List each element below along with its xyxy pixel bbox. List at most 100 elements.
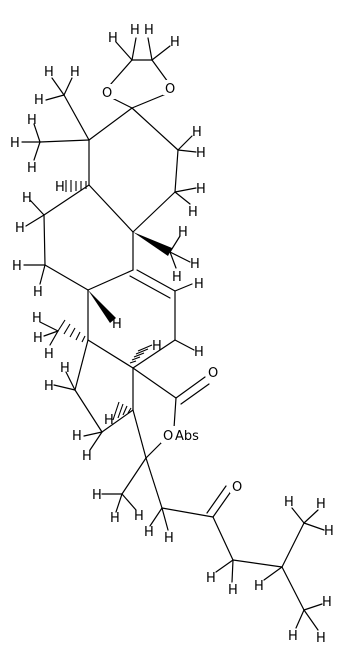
hydrogen-atom: H (32, 311, 42, 326)
bond (111, 97, 133, 109)
skeleton-bonds (39, 59, 305, 611)
bond (180, 383, 210, 405)
hydrogen-atom: H (104, 413, 114, 428)
wedge-bond (88, 290, 116, 323)
bond (132, 191, 176, 233)
bond (132, 339, 176, 369)
bond (63, 94, 90, 141)
hydrogen-atom: H (144, 525, 154, 540)
hydrogen-atom: H (70, 65, 80, 80)
hydrogen-atom: H (322, 595, 332, 610)
hydrogen-atom: H (254, 579, 264, 594)
hydrogen-atom: H (60, 361, 70, 376)
hydrogen-atom: H (110, 511, 120, 526)
hydrogen-atom: H (34, 93, 44, 108)
bond (161, 507, 214, 518)
bond (145, 457, 163, 509)
bond (173, 397, 177, 429)
bond (88, 184, 134, 233)
oxygen-atom: O (232, 480, 242, 495)
bond (212, 516, 234, 561)
bond (131, 93, 167, 109)
bond (151, 59, 169, 83)
bond (44, 264, 89, 291)
bond (74, 339, 89, 391)
hydrogen-atom: H (178, 225, 188, 240)
hydrogen-atom: H (108, 31, 118, 46)
oxygen-atom: O (102, 86, 112, 101)
bond (39, 139, 90, 143)
hydrogen-atom: H (170, 35, 180, 50)
bond (174, 149, 179, 193)
bond (121, 457, 147, 495)
hydrogen-atom: H (44, 379, 54, 394)
bond (87, 339, 134, 369)
hydrogen-bonds (21, 37, 325, 631)
bond (43, 214, 46, 266)
hydrogen-atom: H (112, 317, 122, 332)
bond (87, 269, 134, 291)
hydrogen-atom: H (44, 347, 54, 362)
hydrogen-atom: H (196, 182, 206, 197)
oxygen-atom: O (208, 366, 218, 381)
hashed-bond (65, 180, 87, 192)
bond (136, 269, 176, 292)
bond (101, 409, 134, 433)
hydrogen-atom: H (10, 136, 20, 151)
hydrogen-atom: H (27, 113, 37, 128)
hydrogen-atom: H (44, 65, 54, 80)
wedge-bond (133, 232, 172, 256)
hydrogen-atom: H (82, 449, 92, 464)
bond (74, 389, 103, 433)
hydrogen-atom: H (15, 221, 25, 236)
hydrogen-atom: H (92, 488, 102, 503)
hashed-bond (57, 319, 86, 343)
hydrogen-atom: H (152, 339, 162, 354)
hydrogen-atom: H (12, 259, 22, 274)
hydrogen-atom: H (190, 257, 200, 272)
hydrogen-atom: H (164, 531, 174, 546)
hydrogen-atom: H (27, 161, 37, 176)
bond (232, 559, 283, 568)
bond (281, 566, 305, 611)
bond (132, 367, 177, 399)
hashed-bond (112, 401, 132, 421)
hydrogen-atom: H (194, 345, 204, 360)
bond (88, 107, 133, 141)
abs-stereo-label: Abs (175, 429, 199, 444)
hashed-bond (129, 344, 153, 364)
hydrogen-atom: H (22, 191, 32, 206)
hydrogen-atom: H (72, 429, 82, 444)
stereo-bonds (57, 180, 172, 421)
hydrogen-atom: H (206, 571, 216, 586)
hydrogen-atom: H (33, 331, 43, 346)
hydrogen-atom: H (316, 497, 326, 512)
hydrogen-atom: H (172, 270, 182, 285)
hydrogen-atom: H (284, 495, 294, 510)
bond (132, 409, 147, 459)
hydrogen-atom: H (130, 23, 140, 38)
hydrogen-atom: H (188, 205, 198, 220)
hydrogen-atom: H (33, 285, 43, 300)
bond (206, 485, 227, 514)
bond (281, 522, 305, 568)
hydrogen-atom: H (324, 524, 334, 539)
bond (212, 489, 233, 518)
bond (131, 107, 179, 151)
bond (129, 275, 171, 299)
bond (109, 59, 133, 86)
hydrogen-atom: H (288, 629, 298, 644)
hydrogen-atom: H (55, 180, 65, 195)
hydrogen-atom: H (228, 583, 238, 598)
heteroatom-labels: O O O O Abs O (100, 80, 245, 495)
hydrogen-atom: H (144, 23, 154, 38)
hydrogen-labels: H H H H H H H H H H H H H H H H H H H H … (10, 23, 334, 646)
oxygen-atom: O (165, 82, 175, 97)
hydrogen-atom: H (316, 631, 326, 646)
hydrogen-atom: H (196, 146, 206, 161)
oxygen-atom: O (163, 429, 173, 444)
hydrogen-atom: H (192, 125, 202, 140)
hydrogen-atom: H (134, 509, 144, 524)
